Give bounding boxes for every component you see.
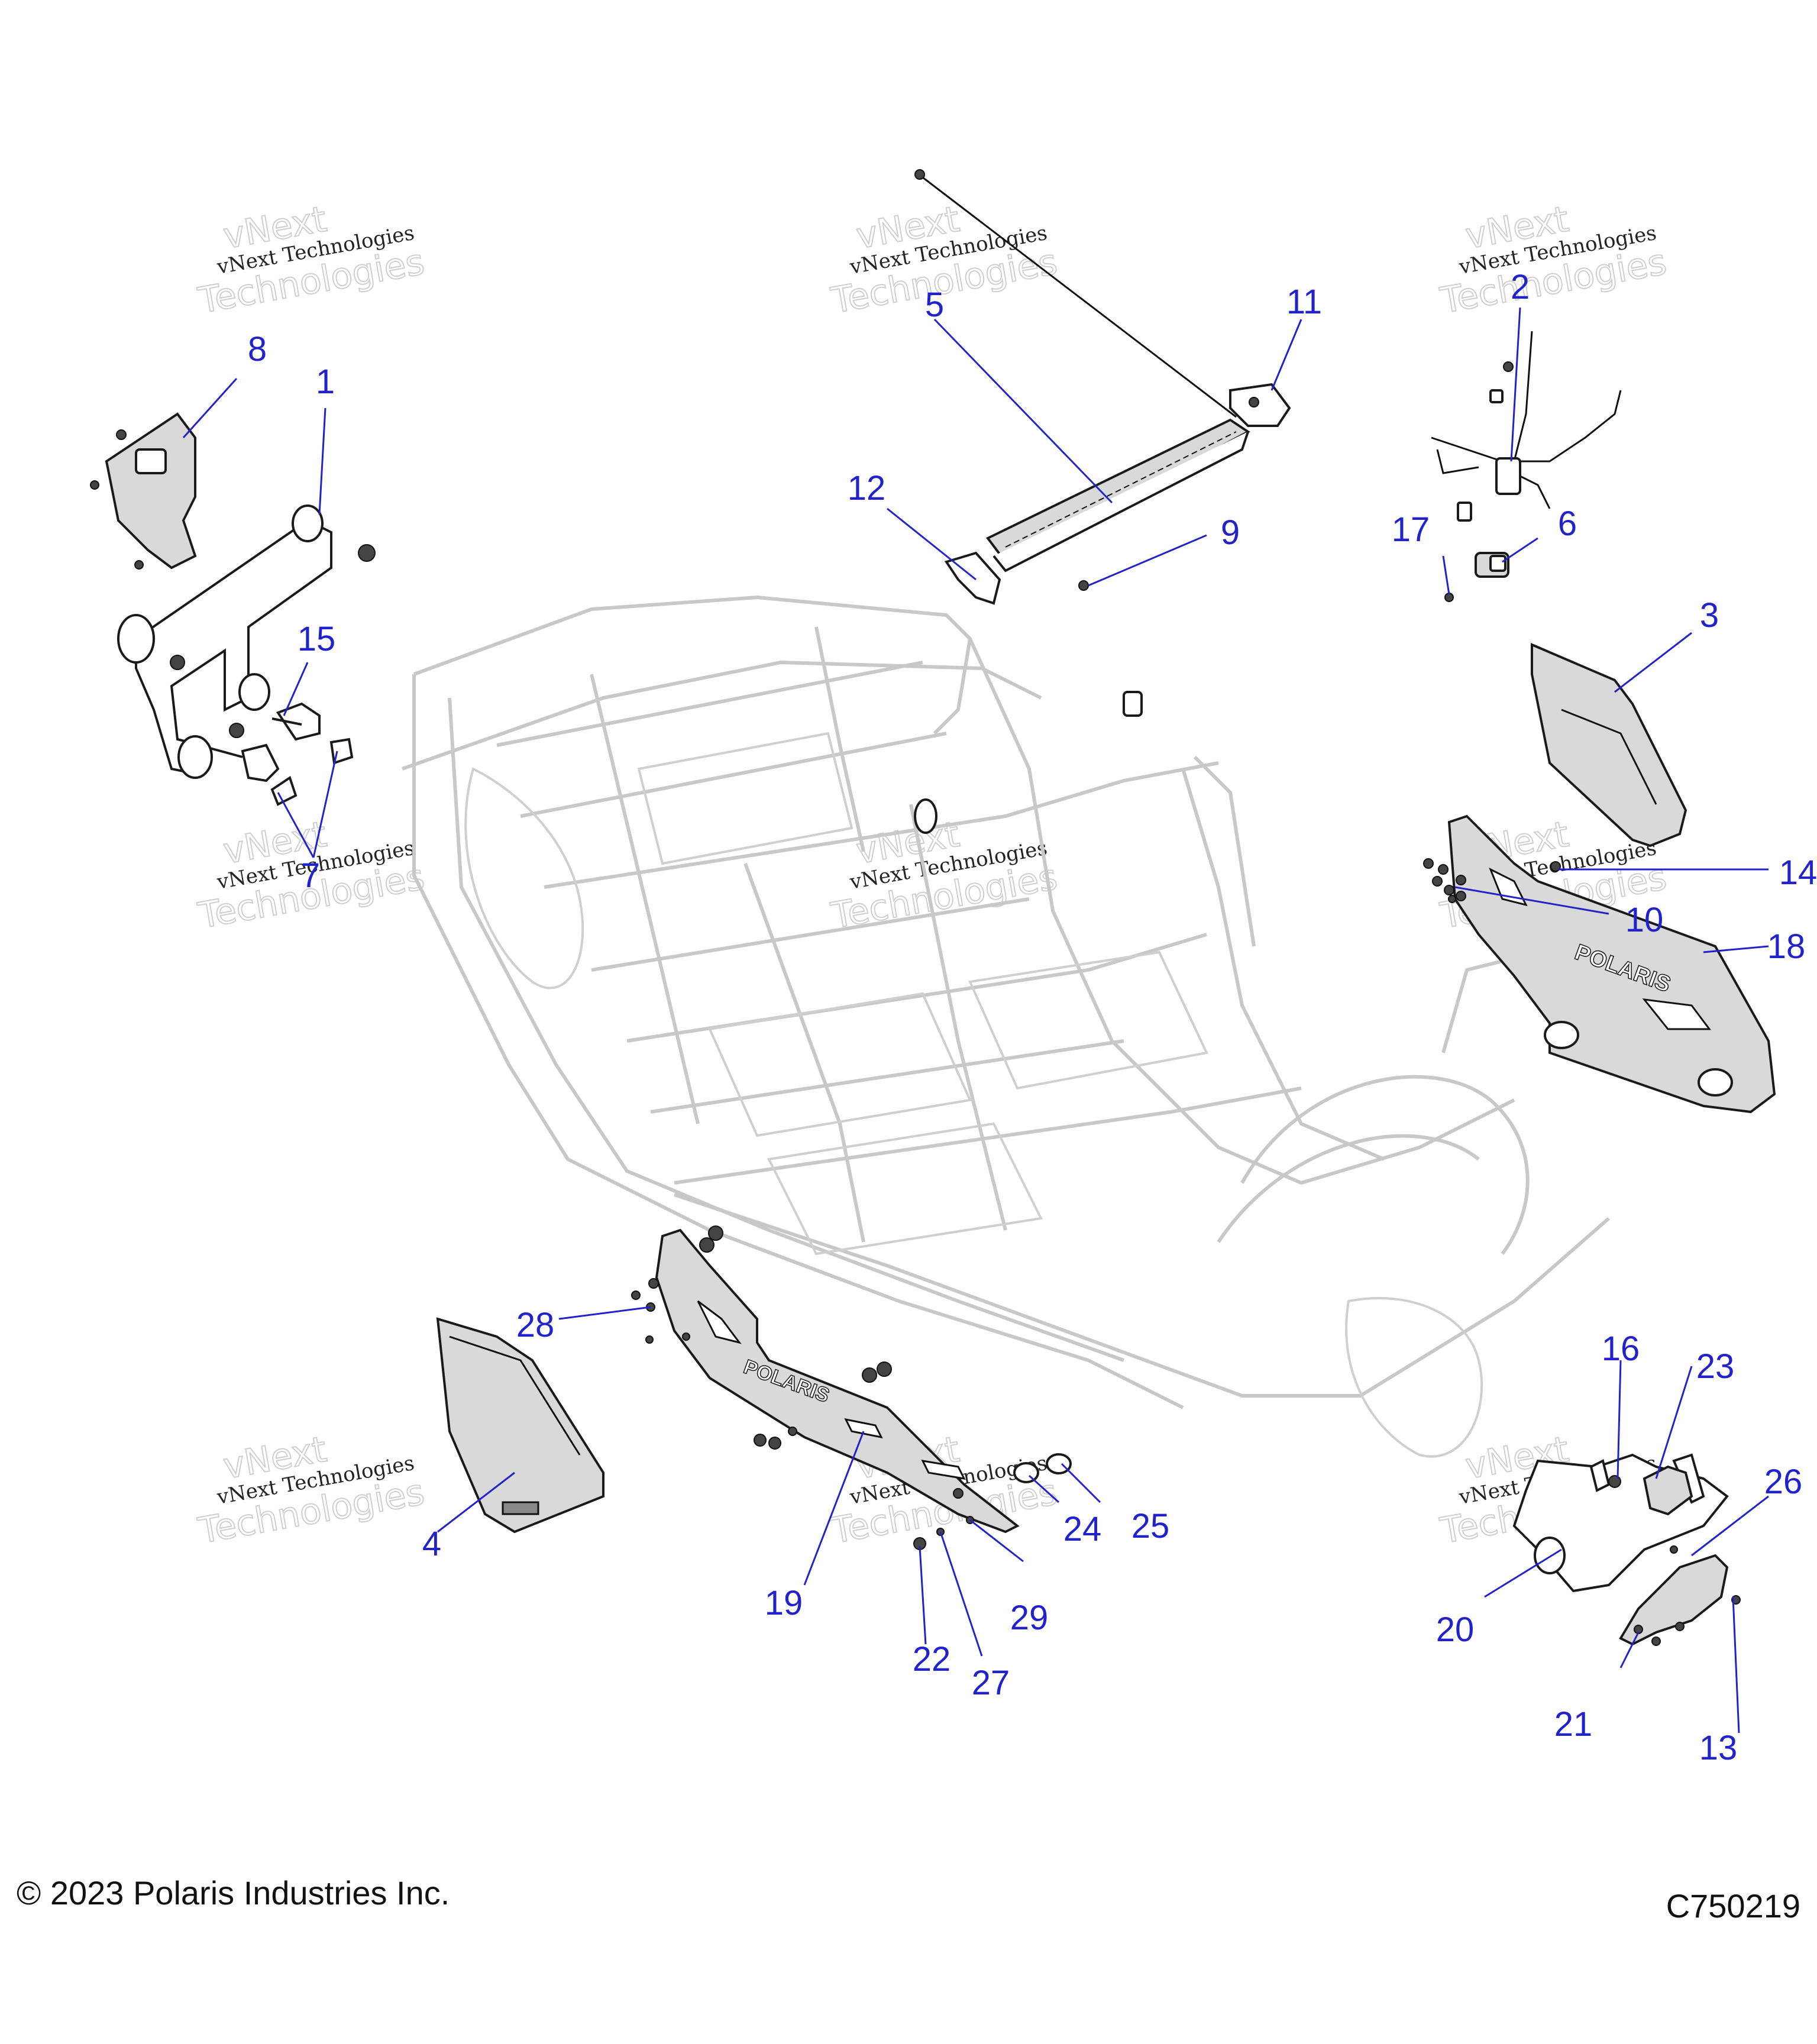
callout-3: 3 [1700,596,1719,635]
callout-26: 26 [1764,1463,1803,1501]
callout-28: 28 [516,1306,555,1344]
callout-25: 25 [1131,1507,1170,1545]
callout-19: 19 [765,1584,803,1622]
hitch-hardware [209,702,354,806]
callout-20: 20 [1436,1610,1475,1649]
callout-11: 11 [1286,283,1322,321]
watermark-top-left: vNext vNext Technologies Technologies [195,198,428,322]
callout-27: 27 [972,1664,1010,1702]
callout-6: 6 [1558,504,1577,543]
callout-1: 1 [316,363,335,401]
callout-15: 15 [298,620,336,658]
watermark-bottom-left: vNext vNext Technologies Technologies [195,1428,428,1553]
callout-leaders [182,307,1769,1733]
rock-slider-left: POLARIS [631,1225,1020,1550]
callout-14: 14 [1779,853,1817,892]
callout-29: 29 [1010,1599,1049,1637]
chassis-frame [402,596,1610,1458]
rock-slider-right: POLARIS [1423,814,1776,1114]
callout-2: 2 [1511,268,1530,306]
front-bumper [1512,1453,1729,1593]
callout-13: 13 [1699,1729,1738,1767]
plug-part-17 [1444,593,1454,602]
rear-bumper-tube [117,504,376,779]
copyright-text: © 2023 Polaris Industries Inc. [17,1874,450,1912]
mount-bracket [90,412,197,570]
callout-21: 21 [1554,1705,1593,1744]
wire-harness [1431,331,1622,522]
callout-22: 22 [913,1640,951,1678]
callout-12: 12 [848,469,886,507]
callout-labels: 1 2 3 4 5 6 7 8 9 10 11 12 13 14 15 16 1… [248,268,1817,1767]
callout-17: 17 [1392,510,1430,549]
callout-8: 8 [248,330,267,368]
callout-23: 23 [1696,1347,1735,1386]
watermark-top-right: vNext vNext Technologies Technologies [1437,198,1670,322]
switch-part-6 [1475,552,1509,578]
callout-4: 4 [422,1525,441,1563]
callout-10: 10 [1625,901,1664,939]
light-bar [914,169,1250,573]
part-9-fastener [1078,580,1089,591]
front-skid-plate [1619,1545,1741,1646]
watermark-top-center: vNext vNext Technologies Technologies [827,198,1061,322]
callout-16: 16 [1602,1330,1640,1368]
frame-bushing [914,798,937,834]
rock-guard-panel-right [1531,642,1687,848]
callout-5: 5 [925,286,944,324]
diagram-id: C750219 [1666,1887,1800,1925]
callout-7: 7 [301,856,320,895]
frame-grommet [1123,691,1143,717]
callout-18: 18 [1767,927,1806,966]
callout-9: 9 [1221,513,1240,552]
light-bar-bracket-right [1229,383,1291,427]
rock-guard-panel-left [436,1317,604,1534]
callout-24: 24 [1063,1510,1102,1548]
watermark-mid-center: vNext vNext Technologies Technologies [827,813,1061,937]
